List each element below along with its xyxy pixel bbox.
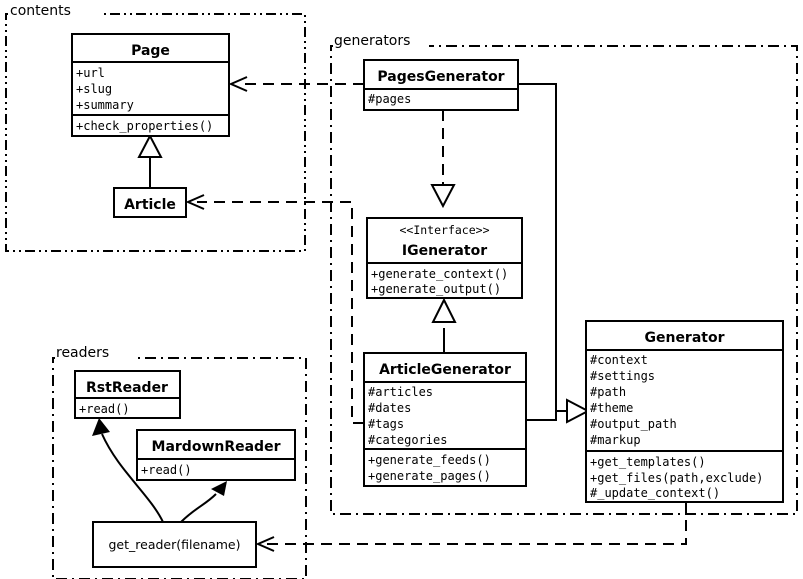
class-articlegenerator-outline[interactable] xyxy=(363,352,527,487)
class-generator-attribute-context: #context xyxy=(590,353,648,367)
package-readers-border xyxy=(52,357,307,579)
function-getreader-label: get_reader(filename) xyxy=(109,537,241,552)
class-page-title: Page xyxy=(131,43,170,59)
class-mardownreader-title: MardownReader xyxy=(152,439,281,455)
class-page-attribute-url: +url xyxy=(76,66,105,80)
generator-getreader-dependency-arrowhead xyxy=(255,536,275,552)
class-box-mardown-reader[interactable]: MardownReader +read() xyxy=(136,429,296,481)
relation-article-inherits-page xyxy=(137,133,163,188)
class-generator-method-get-templates: +get_templates() xyxy=(590,455,706,469)
class-articlegenerator-attribute-articles: #articles xyxy=(368,385,433,399)
class-box-get-reader[interactable]: get_reader(filename) xyxy=(92,521,257,568)
relation-articlegenerator-depends-article xyxy=(185,194,364,424)
class-articlegenerator-attribute-dates: #dates xyxy=(368,401,411,415)
class-igenerator-method-generate-context: +generate_context() xyxy=(371,267,508,281)
pagesgenerator-page-dependency-arrowhead xyxy=(228,76,248,92)
relation-pagesgenerator-realizes-igenerator xyxy=(430,110,456,209)
class-generator-outline[interactable] xyxy=(585,320,784,503)
articlegenerator-article-line xyxy=(197,201,364,424)
class-igenerator-title: IGenerator xyxy=(402,243,487,259)
class-pagesgenerator-outline[interactable] xyxy=(363,59,519,111)
class-rstreader-method-read: +read() xyxy=(79,402,130,416)
class-page-method-check-properties: +check_properties() xyxy=(76,119,213,133)
class-mardownreader-method-read: +read() xyxy=(141,463,192,477)
class-rstreader-title: RstReader xyxy=(86,380,168,396)
package-readers-label-bg xyxy=(55,345,133,361)
class-page-attribute-summary: +summary xyxy=(76,98,134,112)
class-article-outline[interactable] xyxy=(113,187,187,218)
pagesgenerator-generator-generalization-arrowhead xyxy=(566,398,591,424)
relation-getreader-creates-rstreader xyxy=(92,418,164,523)
relation-pagesgenerator-inherits-generator xyxy=(518,83,591,424)
class-box-page[interactable]: Page +url +slug +summary +check_properti… xyxy=(71,33,230,137)
class-generator-method-get-files: +get_files(path,exclude) xyxy=(590,471,763,485)
class-mardownreader-outline[interactable] xyxy=(136,429,296,481)
class-generator-method-update-context: #_update_context() xyxy=(590,486,720,500)
relation-articlegenerator-inherits-generator xyxy=(526,411,557,421)
class-generator-attribute-output-path: #output_path xyxy=(590,417,677,431)
package-contents: contents xyxy=(5,2,306,252)
package-readers: readers xyxy=(52,345,307,579)
class-box-rst-reader[interactable]: RstReader +read() xyxy=(74,370,181,419)
class-articlegenerator-method-generate-pages: +generate_pages() xyxy=(368,469,491,483)
class-articlegenerator-method-generate-feeds: +generate_feeds() xyxy=(368,453,491,467)
class-rstreader-outline[interactable] xyxy=(74,370,181,419)
class-generator-attribute-theme: #theme xyxy=(590,401,633,415)
package-readers-label: readers xyxy=(56,345,109,361)
package-generators-label-bg xyxy=(333,32,429,49)
pagesgenerator-generator-line xyxy=(518,83,567,412)
package-contents-border xyxy=(5,13,306,252)
articlegenerator-generator-line xyxy=(526,411,557,421)
class-generator-attribute-settings: #settings xyxy=(590,369,655,383)
class-page-attribute-slug: +slug xyxy=(76,82,112,96)
class-generator-attribute-path: #path xyxy=(590,385,626,399)
function-getreader-outline[interactable] xyxy=(92,521,257,568)
article-page-generalization-arrowhead xyxy=(137,133,163,158)
class-pagesgenerator-attribute-pages: #pages xyxy=(368,92,411,106)
class-articlegenerator-attribute-categories: #categories xyxy=(368,433,447,447)
class-box-article[interactable]: Article xyxy=(113,187,187,218)
class-article-title: Article xyxy=(124,197,176,213)
getreader-rstreader-curve xyxy=(101,433,164,523)
pagesgenerator-igenerator-realization-arrowhead xyxy=(430,184,456,209)
class-box-igenerator[interactable]: <<Interface>> IGenerator +generate_conte… xyxy=(366,217,523,299)
relation-articlegenerator-inherits-igenerator xyxy=(431,297,457,353)
class-articlegenerator-attribute-tags: #tags xyxy=(368,417,404,431)
class-igenerator-method-generate-output: +generate_output() xyxy=(371,282,501,296)
class-page-outline[interactable] xyxy=(71,33,230,137)
articlegenerator-igenerator-generalization-arrowhead xyxy=(431,297,457,323)
class-box-pages-generator[interactable]: PagesGenerator #pages xyxy=(363,59,519,111)
package-generators-border xyxy=(330,45,798,515)
class-box-generator[interactable]: Generator #context #settings #path #them… xyxy=(585,320,784,503)
articlegenerator-article-dependency-arrowhead xyxy=(185,194,205,210)
class-box-article-generator[interactable]: ArticleGenerator #articles #dates #tags … xyxy=(363,352,527,487)
class-igenerator-outline[interactable] xyxy=(366,217,523,299)
package-generators: generators xyxy=(330,32,798,515)
relation-getreader-creates-mardownreader xyxy=(180,481,227,523)
relation-generator-depends-get_reader xyxy=(255,502,687,552)
generator-getreader-line xyxy=(267,502,687,545)
getreader-mardownreader-curve xyxy=(180,493,217,523)
class-pagesgenerator-title: PagesGenerator xyxy=(377,69,504,85)
relation-pagesgenerator-depends-page xyxy=(228,76,364,92)
getreader-mardownreader-arrowhead xyxy=(211,481,227,496)
package-generators-label: generators xyxy=(334,33,410,49)
package-contents-label-bg xyxy=(8,2,100,18)
class-generator-attribute-markup: #markup xyxy=(590,433,641,447)
package-contents-label: contents xyxy=(10,3,71,19)
class-generator-title: Generator xyxy=(644,330,724,346)
class-articlegenerator-title: ArticleGenerator xyxy=(379,362,511,378)
getreader-rstreader-arrowhead xyxy=(92,418,110,436)
class-igenerator-stereotype: <<Interface>> xyxy=(399,223,489,237)
